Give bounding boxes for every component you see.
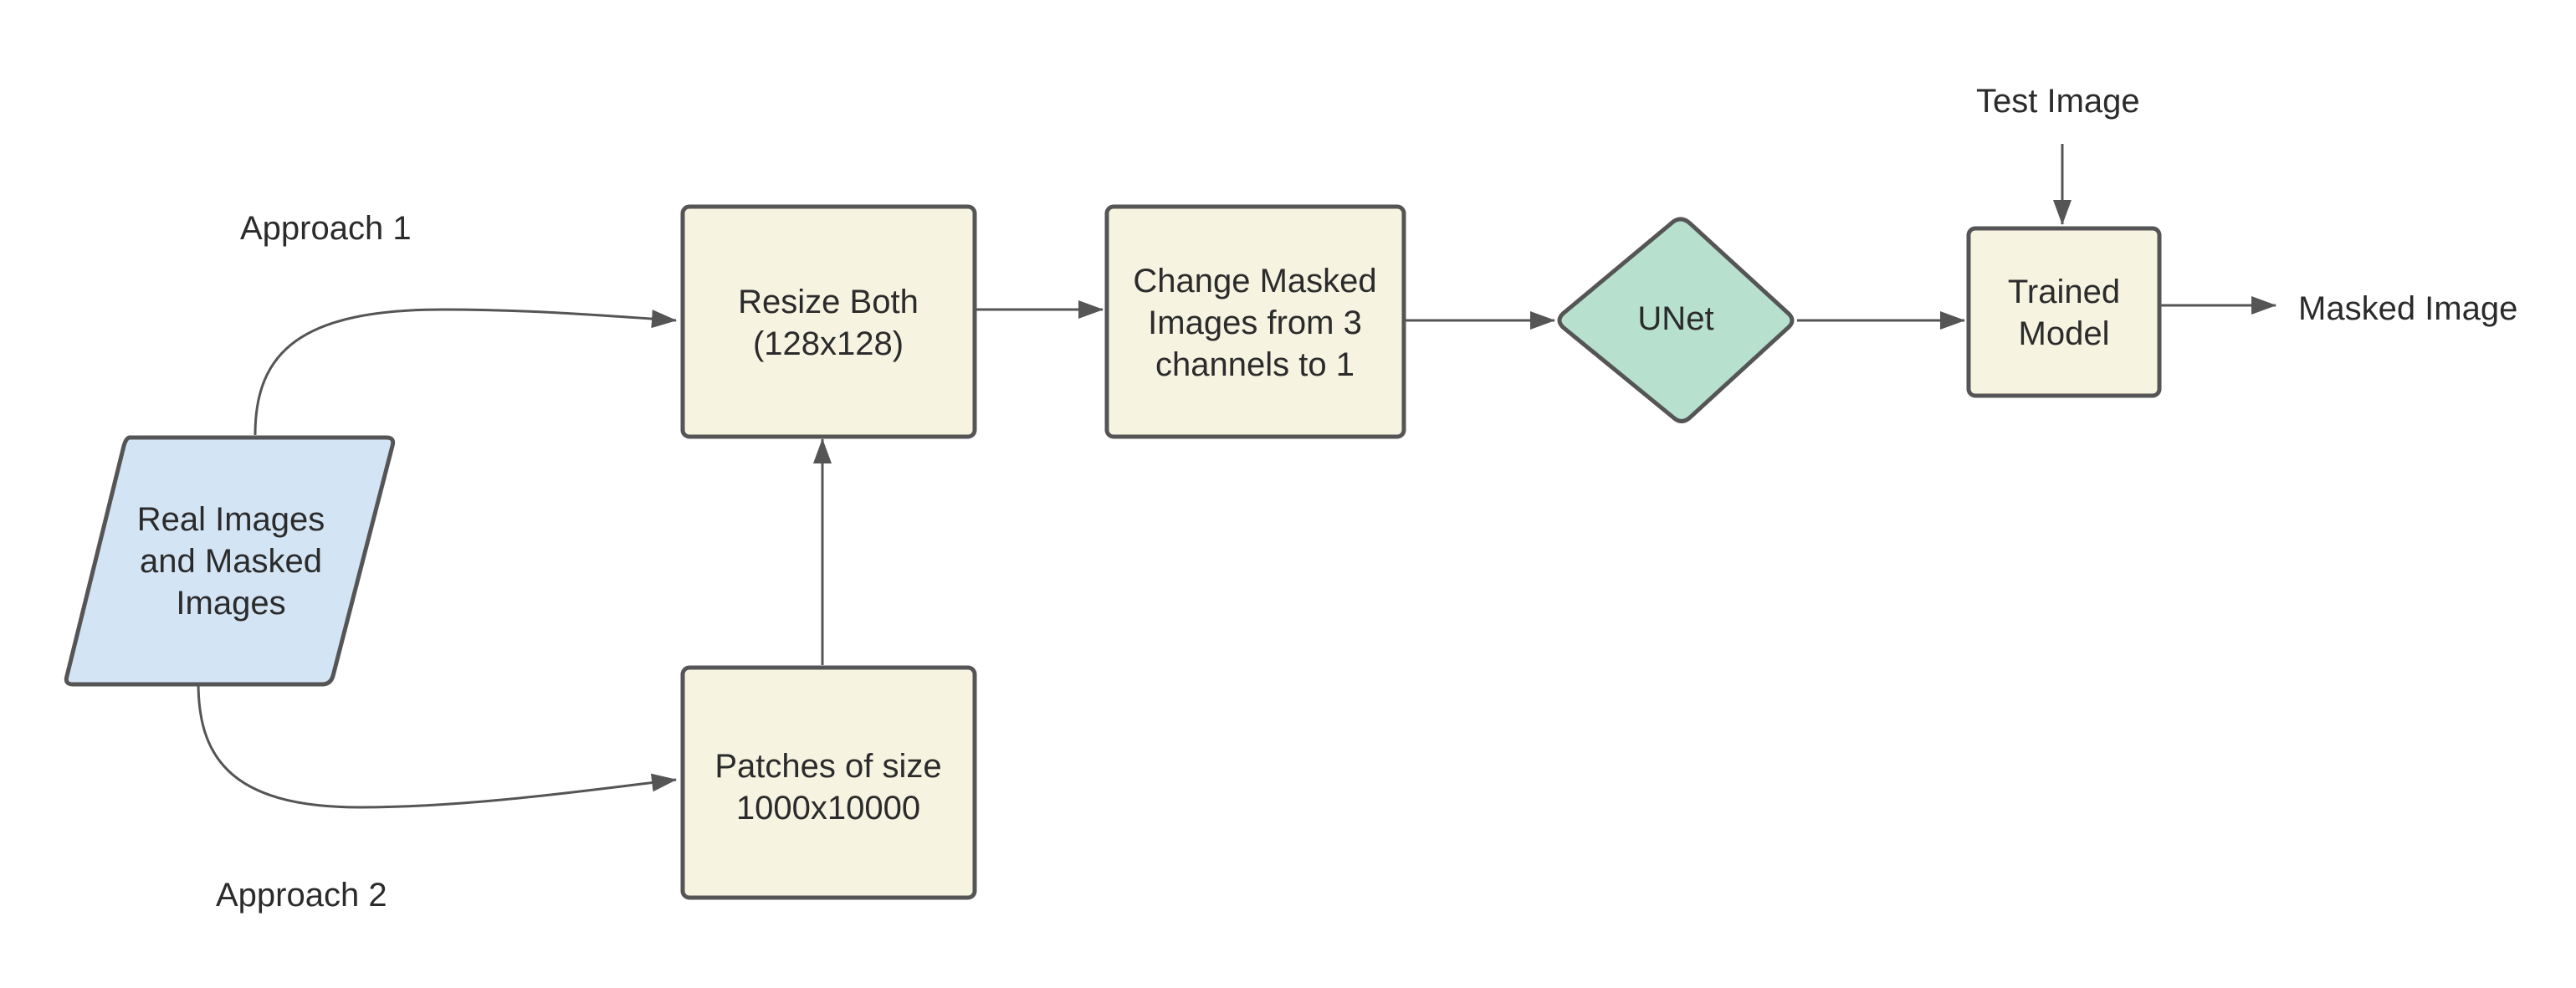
unet-diamond: [1557, 217, 1795, 423]
patches-label-line: Patches of size: [714, 748, 941, 785]
change-label-line: Change Masked: [1133, 263, 1376, 299]
input-label-line: Real Images: [137, 501, 325, 538]
resize-box: [680, 204, 977, 439]
node-resize: Resize Both (128x128): [680, 204, 977, 439]
approach2-label: Approach 2: [216, 877, 387, 914]
resize-label-line: (128x128): [753, 325, 904, 362]
change-label-line: channels to 1: [1155, 346, 1355, 383]
unet-label: UNet: [1637, 300, 1713, 337]
edge-input-to-resize: [254, 308, 677, 436]
unet-label-line: UNet: [1637, 300, 1713, 337]
test-image-label: Test Image: [1976, 83, 2140, 120]
patches-label: Patches of size 1000x10000: [714, 748, 941, 827]
node-unet: UNet: [1557, 217, 1795, 423]
resize-label: Resize Both (128x128): [738, 284, 919, 362]
resize-label-line: Resize Both: [738, 284, 919, 320]
patches-label-line: 1000x10000: [736, 790, 920, 827]
masked-image-label: Masked Image: [2298, 290, 2517, 327]
change-box: [1104, 204, 1406, 439]
node-patches: Patches of size 1000x10000: [680, 665, 977, 900]
approach1-label: Approach 1: [240, 210, 412, 247]
input-label-line: and Masked: [140, 543, 322, 580]
patches-box: [680, 665, 977, 900]
change-label-line: Images from 3: [1148, 305, 1362, 341]
edge-input-to-patches: [197, 681, 677, 809]
input-label-line: Images: [176, 585, 285, 622]
trained-label-line: Model: [2019, 315, 2110, 352]
trained-box: [1966, 226, 2162, 398]
input-parallelogram: [64, 435, 396, 687]
trained-label-line: Trained: [2008, 274, 2120, 310]
